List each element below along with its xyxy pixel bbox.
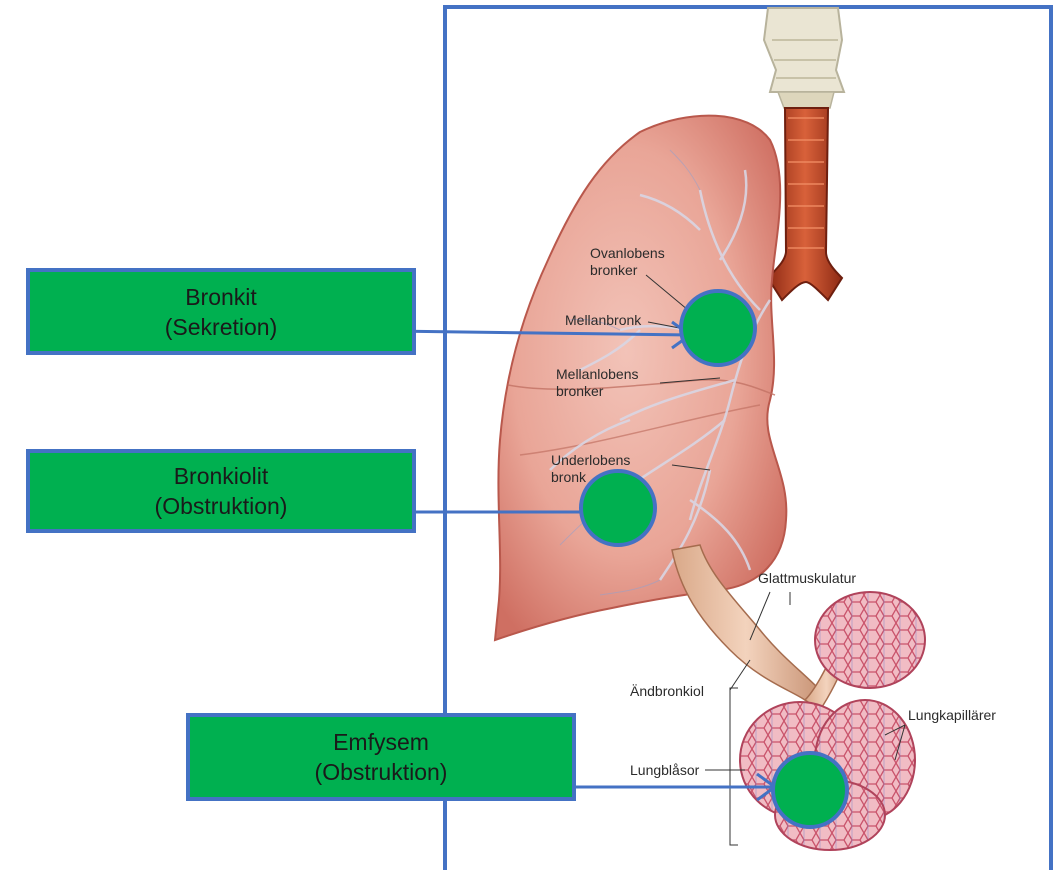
larynx bbox=[764, 8, 844, 108]
marker-emfysem bbox=[773, 753, 847, 827]
label-mellanbronk: Mellanbronk bbox=[565, 312, 642, 328]
callout-bronkiolit-title: Bronkiolit bbox=[30, 461, 412, 491]
callout-bronkit-title: Bronkit bbox=[30, 282, 412, 312]
callout-bronkit-subtitle: (Sekretion) bbox=[30, 312, 412, 342]
callout-emfysem-title: Emfysem bbox=[190, 727, 572, 757]
callout-bronkit: Bronkit (Sekretion) bbox=[26, 268, 416, 355]
label-ovanlobens-2: bronker bbox=[590, 262, 638, 278]
label-andbronkiol: Ändbronkiol bbox=[630, 683, 704, 699]
marker-bronkit bbox=[681, 291, 755, 365]
callout-emfysem-subtitle: (Obstruktion) bbox=[190, 757, 572, 787]
label-underlobens-2: bronk bbox=[551, 469, 587, 485]
label-lungkapillarer: Lungkapillärer bbox=[908, 707, 996, 723]
label-lungblasor: Lungblåsor bbox=[630, 762, 700, 778]
label-glattmuskulatur: Glattmuskulatur bbox=[758, 570, 856, 586]
callout-bronkiolit-subtitle: (Obstruktion) bbox=[30, 491, 412, 521]
callout-emfysem: Emfysem (Obstruktion) bbox=[186, 713, 576, 801]
label-ovanlobens-1: Ovanlobens bbox=[590, 245, 665, 261]
lung bbox=[495, 116, 786, 640]
marker-bronkiolit bbox=[581, 471, 655, 545]
callout-bronkiolit: Bronkiolit (Obstruktion) bbox=[26, 449, 416, 533]
label-mellanlobens-2: bronker bbox=[556, 383, 604, 399]
label-underlobens-1: Underlobens bbox=[551, 452, 630, 468]
label-mellanlobens-1: Mellanlobens bbox=[556, 366, 639, 382]
